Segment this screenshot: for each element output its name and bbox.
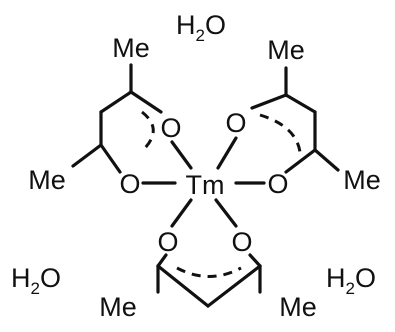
metal-label: Tm <box>186 170 225 200</box>
coordination-bond <box>170 198 193 228</box>
bond <box>99 143 122 174</box>
bond <box>284 93 317 114</box>
oxygen-label: O <box>119 169 140 199</box>
atom-labels: Me Me Me Me Me Me O O O O O O Tm <box>28 33 381 322</box>
bond <box>99 90 133 114</box>
oxygen-label: O <box>160 113 181 143</box>
oxygen-label: O <box>231 227 252 257</box>
methyl-label: Me <box>28 165 66 195</box>
delocalization-arc <box>176 266 242 278</box>
oxygen-label: O <box>225 108 246 138</box>
methyl-label: Me <box>267 35 305 65</box>
methyl-label: Me <box>279 292 317 322</box>
methyl-label: Me <box>343 165 381 195</box>
coordination-bond <box>216 136 238 170</box>
oxygen-label: O <box>267 169 288 199</box>
coordination-bond <box>170 140 193 170</box>
bond <box>313 148 340 172</box>
bond <box>206 264 262 308</box>
bond <box>71 143 103 168</box>
water-label: H2O <box>326 263 376 298</box>
methyl-label: Me <box>99 292 137 322</box>
bond <box>284 148 317 174</box>
delocalization-arc <box>139 110 155 154</box>
bond-lines <box>71 63 340 308</box>
oxygen-label: O <box>157 227 178 257</box>
water-molecules: H2O H2O H2O <box>11 10 376 298</box>
bond <box>129 90 163 114</box>
coordination-bond <box>214 198 238 228</box>
delocalization-arcs <box>139 110 302 278</box>
bond <box>156 253 168 268</box>
bond <box>248 253 262 268</box>
methyl-label: Me <box>112 33 150 63</box>
bond <box>250 93 288 110</box>
water-label: H2O <box>11 263 61 298</box>
delocalization-arc <box>259 113 302 153</box>
water-label: H2O <box>176 10 226 45</box>
bond <box>156 264 210 308</box>
